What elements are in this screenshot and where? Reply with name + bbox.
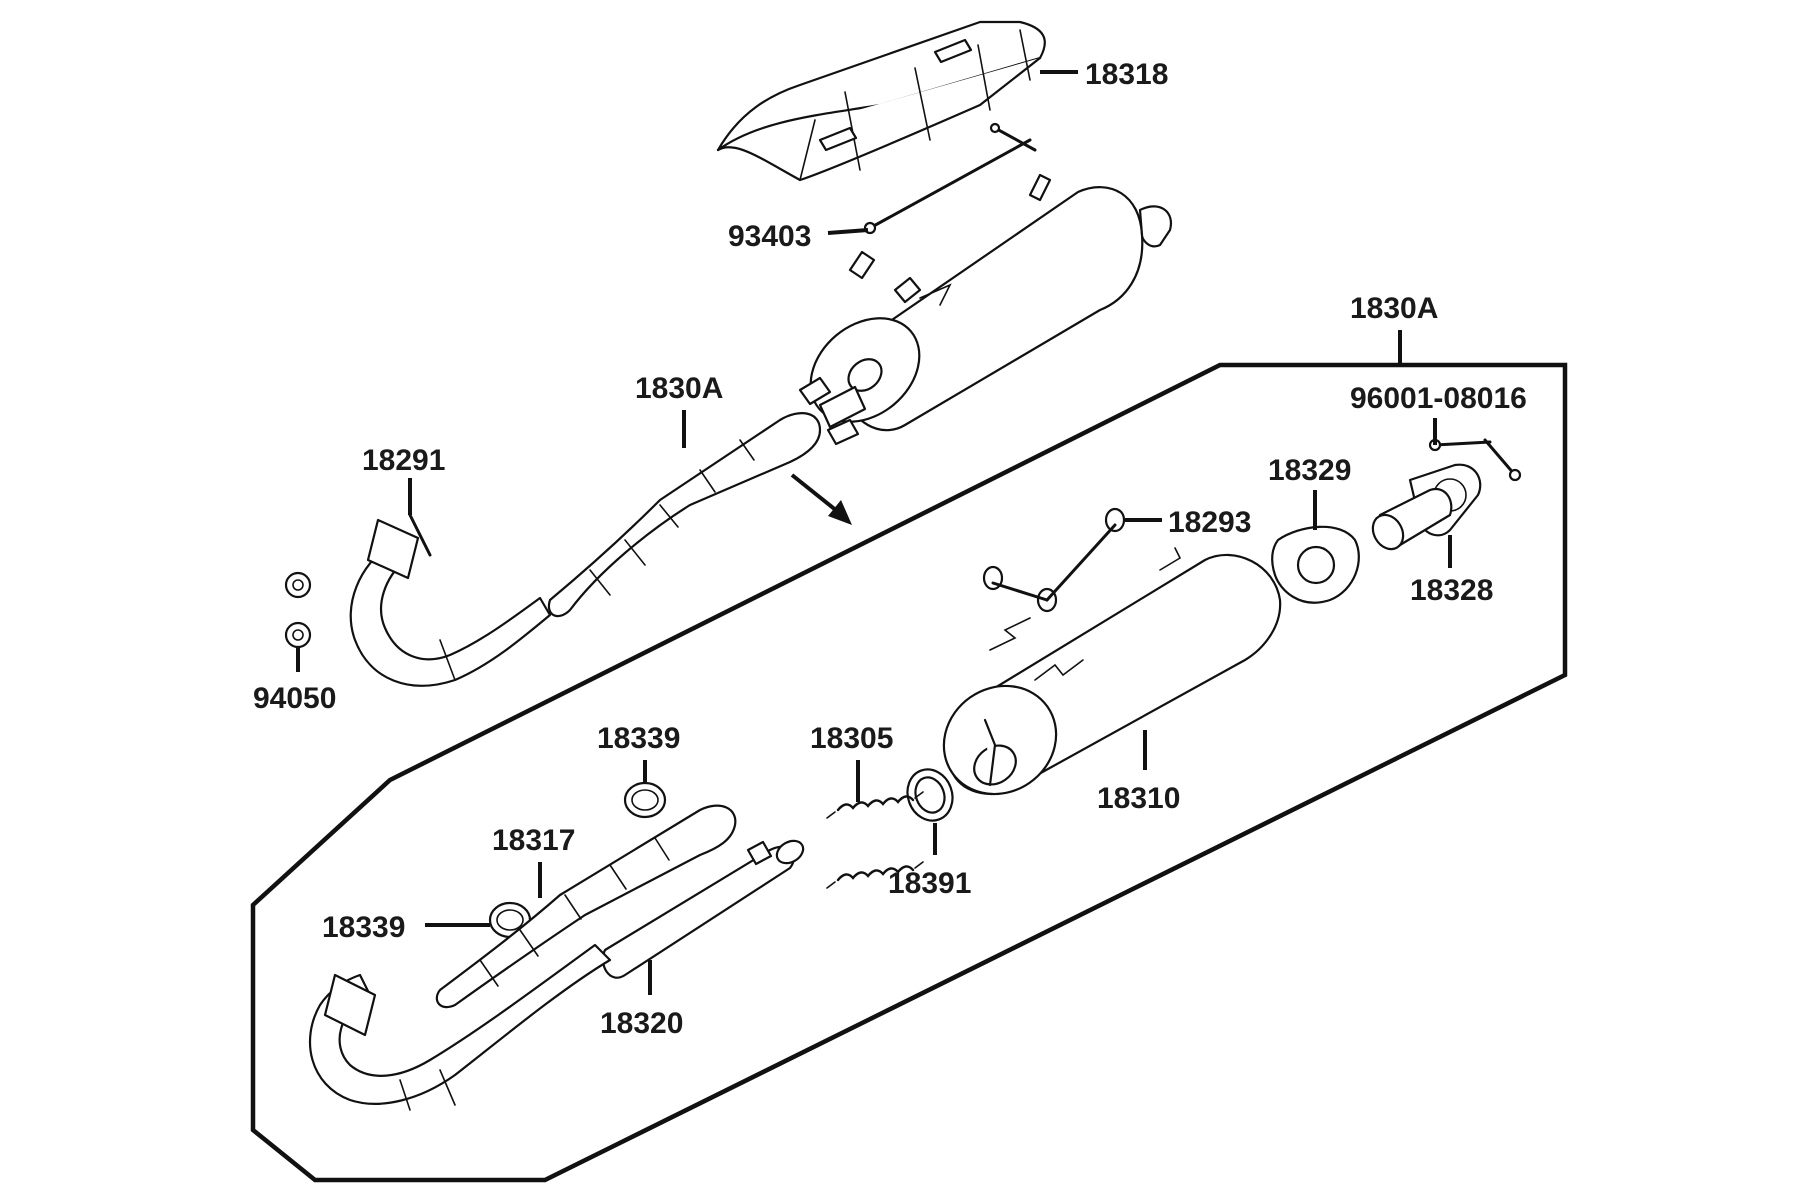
label-18328: 18328 — [1410, 574, 1493, 607]
heat-guard-18317 — [435, 804, 737, 1009]
label-1830A-upper: 1830A — [635, 372, 723, 405]
label-18291: 18291 — [362, 444, 445, 477]
header-pipe-18320 — [308, 943, 612, 1111]
direction-arrow — [790, 473, 852, 525]
label-18320: 18320 — [600, 1007, 683, 1040]
label-1830A-assembly: 1830A — [1350, 292, 1438, 325]
nuts-94050 — [284, 571, 312, 649]
clamp-18339-top — [623, 781, 667, 819]
label-93403: 93403 — [728, 220, 811, 253]
label-18317: 18317 — [492, 824, 575, 857]
label-18305: 18305 — [810, 722, 893, 755]
grommets-18293 — [982, 507, 1126, 613]
springs-18305 — [826, 791, 924, 889]
leader-lines — [296, 70, 1452, 995]
label-18391: 18391 — [888, 867, 971, 900]
label-18339-top: 18339 — [597, 722, 680, 755]
label-18329: 18329 — [1268, 454, 1351, 487]
mid-pipe — [601, 839, 805, 979]
label-18339-bottom: 18339 — [322, 911, 405, 944]
label-18293: 18293 — [1168, 506, 1251, 539]
pipe-guard-upper — [547, 412, 822, 618]
label-96001-08016: 96001-08016 — [1350, 382, 1527, 415]
header-pipe-upper — [349, 513, 552, 687]
muffler-18310 — [942, 547, 1282, 796]
pipe-upper-body — [798, 376, 867, 446]
label-18318: 18318 — [1085, 58, 1168, 91]
label-94050: 94050 — [253, 682, 336, 715]
heat-shield-18318 — [716, 20, 1046, 182]
label-18310: 18310 — [1097, 782, 1180, 815]
assembly-box-1830A — [250, 362, 1568, 1183]
flange-18328 — [1371, 463, 1482, 551]
gasket-18329 — [1271, 525, 1360, 604]
ring-18391 — [906, 768, 954, 822]
